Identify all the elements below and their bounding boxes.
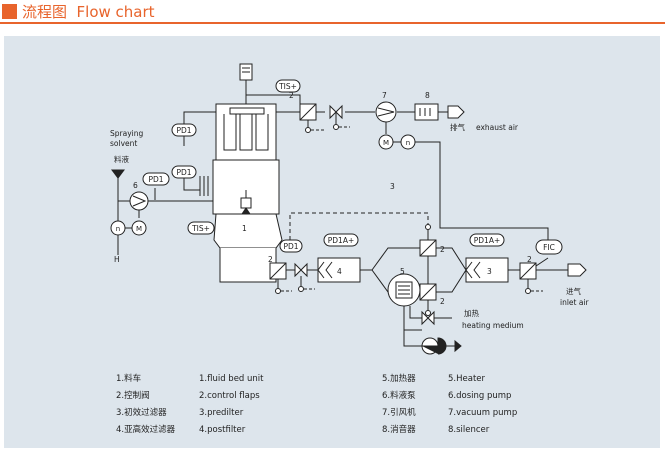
legend-col4-4: 8.silencer (448, 425, 490, 435)
num-2-heater-top: 2 (440, 245, 445, 254)
spraying-label: Spraying (110, 129, 143, 138)
rpm-n-label-1: n (406, 139, 410, 147)
inlet-en-label: inlet air (560, 298, 590, 307)
pdia-label-1: PD1A+ (328, 236, 354, 245)
exhaust-en-label: exhaust air (476, 123, 519, 132)
fic-label: FIC (543, 243, 555, 252)
num-5: 5 (400, 267, 405, 276)
legend-col1-2: 2.控制阀 (116, 390, 150, 401)
solvent-label: solvent (110, 139, 137, 148)
pdi-label-4: PD1 (283, 242, 298, 251)
legend-col4-2: 6.dosing pump (448, 391, 511, 401)
num-3: 3 (487, 267, 492, 276)
num-2-inlet: 2 (268, 255, 273, 264)
legend: 1.料车 2.控制阀 3.初效过滤器 4.亚高效过滤器 1.fluid bed … (116, 373, 517, 435)
legend-col3-1: 5.加热器 (382, 373, 416, 384)
num-6: 6 (133, 181, 138, 190)
legend-col2-4: 4.postfilter (199, 425, 246, 435)
legend-col3-3: 7.引风机 (382, 407, 416, 418)
legend-col1-4: 4.亚高效过滤器 (116, 424, 176, 435)
heating-en-label: heating medium (462, 321, 524, 330)
tis-label-bed: TIS+ (191, 224, 210, 233)
section-header: 流程图 Flow chart (0, 0, 665, 24)
pdi-label-1: PD1 (176, 126, 191, 135)
legend-col1-3: 3.初效过滤器 (116, 407, 167, 418)
legend-col2-2: 2.control flaps (199, 391, 260, 401)
legend-col4-3: 7.vacuum pump (448, 408, 517, 418)
num-2-pre: 2 (527, 255, 532, 264)
pdi-label-3: PD1 (148, 175, 163, 184)
num-1: 1 (242, 224, 247, 233)
rpm-n-label-2: n (116, 225, 120, 233)
header-accent-square (2, 4, 17, 19)
motor-m-label-2: M (136, 225, 142, 233)
num-2-top: 2 (289, 91, 294, 100)
num-8: 8 (425, 91, 430, 100)
fluid-bed-unit (199, 63, 283, 283)
legend-col4-1: 5.Heater (448, 374, 486, 384)
inlet-cn-label: 进气 (566, 286, 581, 296)
motor-m-label: M (383, 139, 389, 147)
region-3-label: 3 (390, 182, 395, 191)
legend-col2-1: 1.fluid bed unit (199, 374, 264, 384)
legend-col1-1: 1.料车 (116, 373, 141, 384)
heating-cn-label: 加热 (464, 308, 479, 318)
exhaust-cn-label: 排气 (450, 122, 465, 132)
num-2-heater-bot: 2 (440, 297, 445, 306)
legend-col3-2: 6.料液泵 (382, 390, 416, 401)
legend-col2-3: 3.predilter (199, 408, 244, 418)
legend-col3-4: 8.消音器 (382, 424, 416, 435)
num-7: 7 (382, 91, 387, 100)
pdi-label-2: PD1 (176, 168, 191, 177)
pdia-label-2: PD1A+ (474, 236, 500, 245)
section-title: 流程图 Flow chart (22, 3, 155, 21)
h-label: H (114, 255, 120, 264)
header-underline (0, 22, 665, 24)
liaoye-label: 料液 (114, 154, 129, 164)
num-4: 4 (337, 267, 342, 276)
tis-label-top: TIS+ (278, 82, 297, 91)
